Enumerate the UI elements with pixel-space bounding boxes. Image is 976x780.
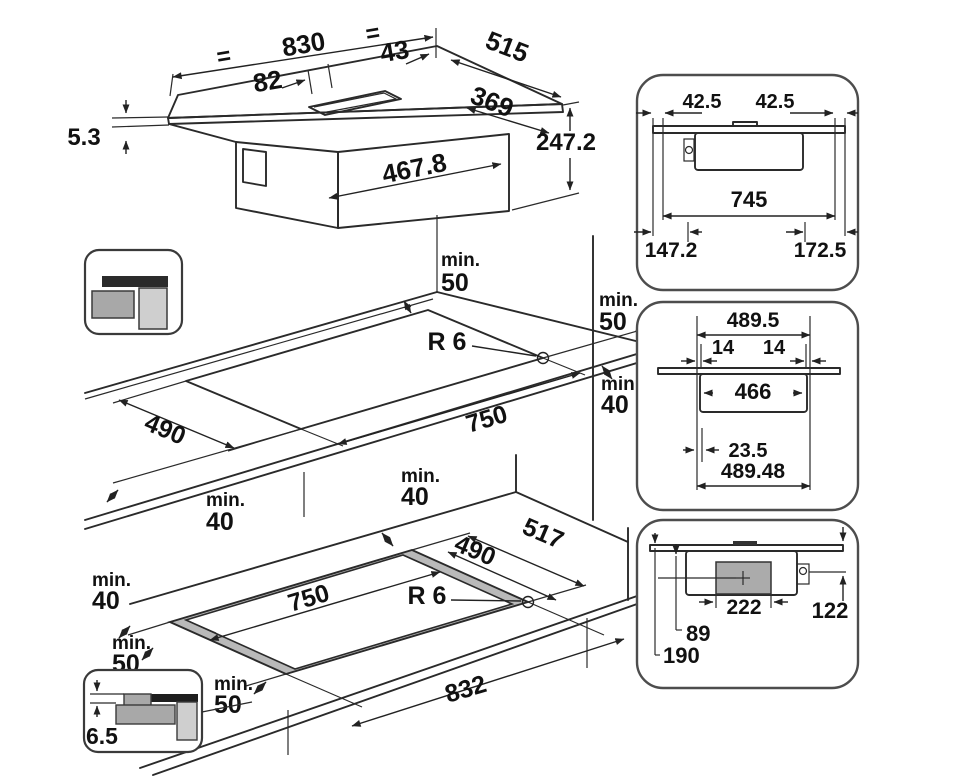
flush-cutout-view: min. 40 517 490 R 6 750 min. 40 min. 50 … [82, 454, 641, 776]
outer-depth: 517 [518, 513, 567, 555]
corner-radius-mark [536, 351, 550, 365]
worktop-rear-edge-flush [129, 491, 517, 605]
hob-glass-edge [167, 103, 564, 125]
right-flange: 14 [763, 337, 786, 359]
icon-glass-bar-flush [150, 694, 198, 702]
front-clearance-value: 40 [206, 508, 234, 536]
front-connector [683, 138, 695, 162]
duct-outlet [242, 148, 267, 187]
front-view-panel: 42.5 42.5 745 147.2 172.5 [634, 73, 860, 292]
flush-mount-icon: 6.5 [82, 668, 253, 754]
dim-369: 369 [467, 80, 518, 124]
dim-equal-right: = [364, 19, 382, 48]
flush-left-clearance-prefix: min. [92, 570, 131, 591]
icon-worktop-step [123, 693, 152, 707]
duct-body [699, 373, 808, 413]
front-body [694, 132, 804, 171]
left-flange: 14 [712, 337, 735, 359]
dim-43: 43 [378, 34, 411, 68]
side-worktop [649, 544, 844, 552]
front-grille-bump [732, 121, 758, 127]
worktop-rear-edge [84, 291, 438, 394]
icon-worktop [91, 290, 135, 319]
icon-hob-body-flush [176, 701, 198, 741]
left-overhang: 42.5 [683, 91, 722, 113]
surface-cutout-view: min. 50 min. 50 R 6 min. 40 490 750 min.… [83, 235, 656, 536]
duct-view-panel: 489.5 14 14 466 23.5 489.48 [635, 300, 860, 512]
icon-glass-bar [102, 276, 168, 287]
dim-body-width: 467.8 [379, 147, 449, 189]
flush-front-clearance-prefix: min. [214, 674, 253, 695]
rear-clearance-value: 50 [441, 269, 469, 297]
side-grille-bump [733, 541, 757, 545]
side-connector [796, 563, 810, 585]
edge-offset: 23.5 [729, 440, 768, 462]
surface-mount-icon [83, 248, 184, 336]
dim-82: 82 [251, 64, 284, 98]
flush-rear-clearance-value: 40 [401, 483, 429, 511]
inner-depth: 490 [450, 530, 499, 572]
right-offset: 172.5 [794, 239, 847, 262]
rear-clearance-prefix: min. [441, 250, 480, 271]
dim-glass-thickness: 5.3 [67, 124, 100, 151]
right-clearance-prefix: min. [599, 290, 638, 311]
dim-equal-left: = [215, 42, 233, 71]
flush-rear-clearance-prefix: min. [401, 466, 440, 487]
duct-body-width: 466 [735, 379, 772, 404]
dim-iso-width: 830 [280, 26, 328, 63]
rebate-depth: 6.5 [86, 723, 118, 749]
duct-top-width: 489.5 [727, 309, 780, 332]
hob-body-left [235, 141, 339, 229]
front-glass [652, 125, 846, 134]
motor-offset: 89 [686, 621, 710, 646]
left-offset: 147.2 [645, 239, 698, 262]
corner-radius-label-flush: R 6 [408, 582, 447, 610]
right-front-clearance-value: 40 [601, 391, 629, 419]
flush-left-front-clearance-prefix: min. [112, 633, 151, 654]
cutout-depth: 490 [140, 409, 189, 451]
duct-glass [657, 367, 841, 375]
right-overhang: 42.5 [756, 91, 795, 113]
motor-width: 222 [726, 596, 761, 619]
right-clearance-value: 50 [599, 308, 627, 336]
dim-height: 247.2 [536, 129, 596, 156]
total-depth: 190 [663, 643, 700, 668]
flush-left-clearance-value: 40 [92, 587, 120, 615]
corner-radius-label: R 6 [428, 328, 467, 356]
extractor-grille [308, 90, 402, 116]
duct-bottom-width: 489.48 [721, 460, 786, 483]
front-clearance-prefix: min. [206, 490, 245, 511]
icon-hob-body [138, 287, 168, 330]
connector-depth: 122 [812, 598, 849, 623]
dim-515: 515 [482, 25, 533, 69]
side-view-panel: 222 122 89 190 [635, 518, 860, 690]
icon-worktop-base [115, 704, 176, 725]
front-body-width: 745 [731, 187, 768, 212]
outer-width: 832 [442, 670, 490, 709]
